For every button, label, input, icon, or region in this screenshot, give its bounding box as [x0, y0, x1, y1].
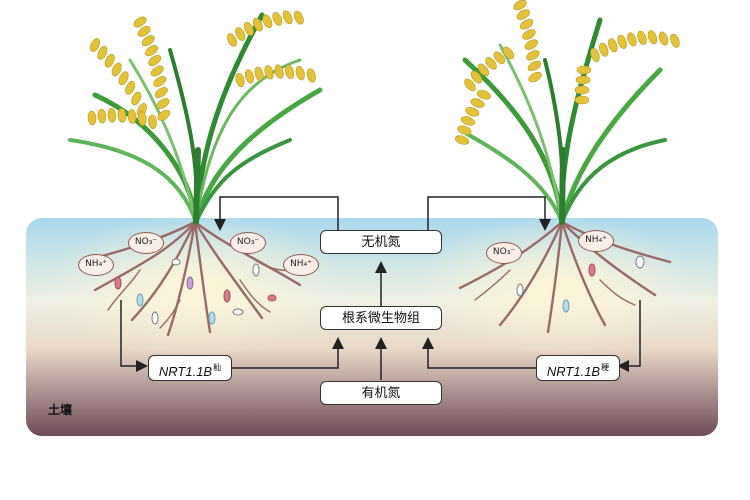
right-grains — [454, 0, 680, 145]
right-gene-name: NRT1.1B — [546, 364, 601, 379]
right-microbes — [516, 255, 645, 313]
left-grains — [87, 10, 316, 130]
left-gene-box: NRT1.1B籼 — [148, 355, 232, 381]
left-plant — [68, 12, 323, 225]
inorganic-nitrogen-box: 无机氮 — [320, 230, 442, 254]
soil-label: 土壤 — [48, 403, 73, 417]
right-nh4-ion: NH₄⁺ — [578, 230, 614, 252]
left-microbes — [114, 258, 277, 325]
arrow-right-root-to-right-gene — [617, 300, 641, 372]
organic-nitrogen-box: 有机氮 — [320, 381, 442, 405]
right-gene-variant: 粳 — [601, 363, 610, 372]
arrow-inorganic-to-left-plant — [214, 196, 339, 231]
left-gene-variant: 籼 — [213, 363, 222, 372]
arrows — [120, 196, 641, 380]
right-gene-box: NRT1.1B粳 — [536, 355, 620, 381]
right-no3-ion: NO₃⁻ — [486, 242, 522, 264]
arrow-inorganic-to-right-plant — [427, 196, 551, 231]
left-nh4-ion-2: NH₄⁺ — [283, 254, 319, 276]
arrow-left-gene-to-microbiome — [232, 337, 344, 369]
left-nh4-ion: NH₄⁺ — [78, 254, 114, 276]
arrow-left-root-to-left-gene — [120, 300, 148, 372]
left-roots — [78, 220, 302, 337]
left-no3-ion-2: NO₃⁻ — [230, 232, 266, 254]
left-gene-name: NRT1.1B — [158, 364, 213, 379]
arrow-right-gene-to-microbiome — [422, 337, 536, 369]
right-plant — [458, 17, 667, 225]
root-microbiome-box: 根系微生物组 — [320, 306, 442, 330]
left-no3-ion: NO₃⁻ — [128, 232, 164, 254]
